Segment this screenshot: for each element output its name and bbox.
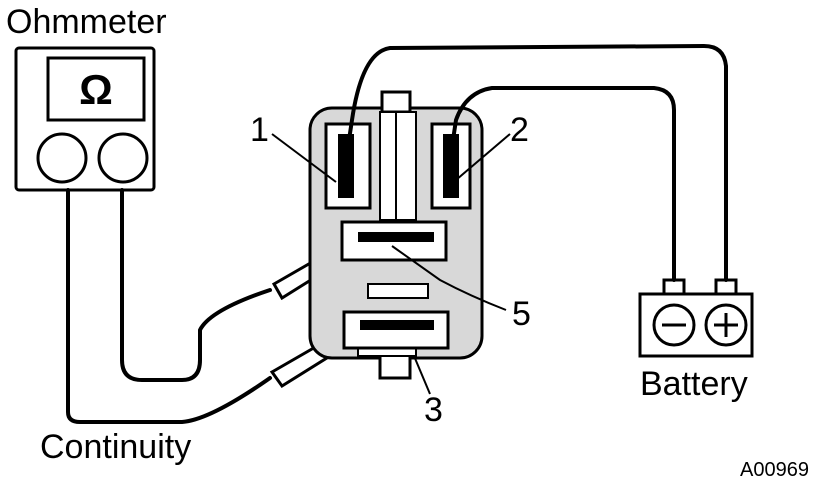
terminal-1-blade: [338, 134, 354, 198]
leader-terminal-3: [413, 355, 431, 395]
terminal-3-blade: [360, 320, 434, 330]
leader-terminal-5: [391, 245, 507, 311]
ohm-symbol: Ω: [79, 66, 113, 113]
wire-terminal-1-to-positive: [344, 44, 728, 282]
leader-terminal-1: [271, 133, 337, 183]
ohmmeter-right-jack: [97, 132, 149, 184]
leader-lines: [271, 133, 511, 395]
battery-positive-post: [714, 278, 738, 296]
terminal-5-blade: [358, 232, 434, 242]
middle-slot: [367, 283, 429, 299]
terminal-5-label: 5: [512, 295, 531, 333]
relay: [308, 90, 484, 380]
relay-top-tab: [380, 90, 412, 114]
ohmmeter-left-jack: [36, 132, 88, 184]
figure-code: A00969: [740, 459, 809, 481]
terminal-3-label: 3: [424, 391, 443, 429]
lead-to-terminal-3: [66, 188, 272, 424]
terminal-1-label: 1: [250, 111, 269, 149]
ohmmeter: Ω: [14, 46, 156, 192]
battery-negative-post: [662, 278, 686, 296]
battery-label: Battery: [640, 365, 748, 403]
ohmmeter-display: [46, 56, 146, 122]
continuity-label: Continuity: [40, 428, 192, 466]
ohmmeter-leads: [66, 188, 272, 424]
wire-terminal-2-to-negative: [448, 86, 676, 282]
battery-wires: [344, 44, 728, 282]
terminal-2-blade: [443, 134, 459, 198]
leader-terminal-2: [455, 133, 511, 181]
terminal-2-label: 2: [510, 111, 529, 149]
ohmmeter-label: Ohmmeter: [6, 3, 167, 41]
battery: [638, 278, 754, 358]
lead-to-terminal-5: [120, 188, 272, 382]
